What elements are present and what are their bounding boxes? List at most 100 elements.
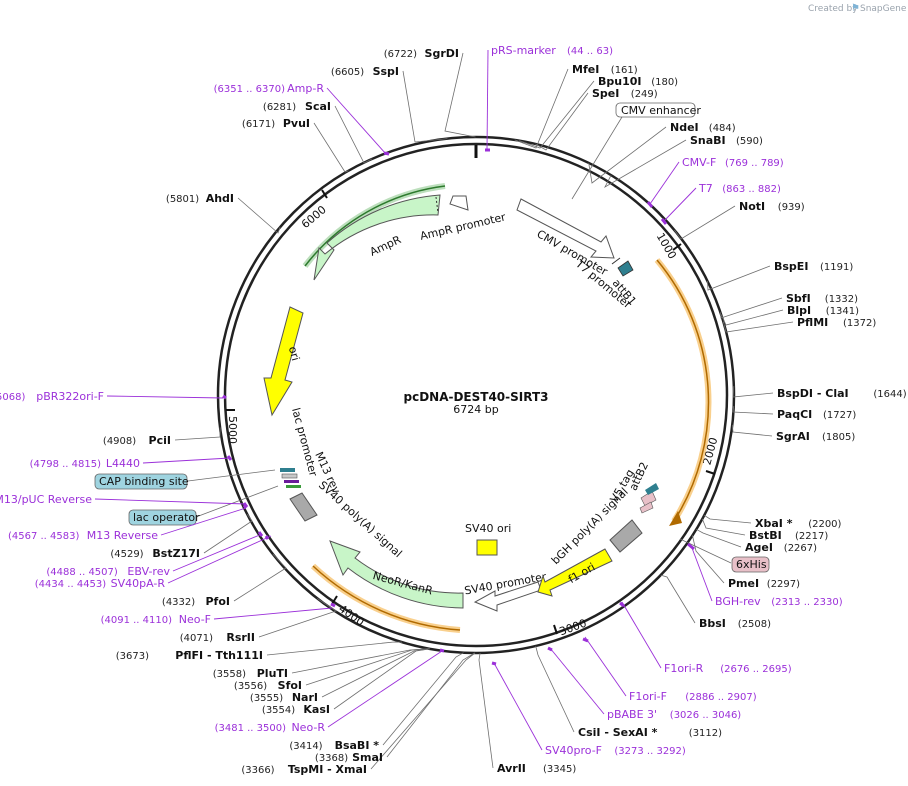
ori-arrow (263, 306, 304, 417)
enzyme-leader (722, 321, 794, 333)
enzyme-site: BsaBI *(3414) (289, 652, 464, 752)
enzyme-name: PflMI (797, 316, 828, 329)
enzyme-leader (731, 424, 773, 437)
primer-site: BGH-rev(2313 .. 2330) (687, 542, 843, 608)
enzyme-leader (237, 197, 281, 234)
enzyme-site: SgrAI(1805) (731, 424, 855, 443)
enzyme-position: (249) (631, 89, 658, 100)
enzyme-position: (2200) (808, 519, 841, 530)
enzyme-site: NotI(939) (674, 200, 805, 240)
enzyme-name: PaqCI (777, 408, 812, 421)
primer-name: EBV-rev (127, 565, 170, 578)
enzyme-site: SmaI(3368) (315, 652, 475, 764)
enzyme-name: XbaI * (755, 517, 793, 530)
enzyme-name: BstZ17I (152, 547, 200, 560)
enzyme-position: (3366) (241, 765, 274, 776)
enzyme-leader (519, 80, 595, 149)
enzyme-leader (313, 122, 349, 173)
snapgene-icon: ⚑ (851, 3, 860, 14)
his-tag-label: 6xHis (736, 558, 767, 571)
enzyme-site: MfeI(161) (514, 63, 638, 149)
primer-site: T7(863 .. 882) (660, 182, 781, 225)
highlight-arc-ampr-line (304, 185, 446, 267)
cap-binding-label: CAP binding site (99, 475, 189, 488)
enzyme-position: (1727) (823, 410, 856, 421)
primer-marker (439, 648, 445, 653)
enzyme-position: (6281) (263, 102, 296, 113)
enzyme-name: NotI (739, 200, 765, 213)
plasmid-size: 6724 bp (453, 403, 498, 416)
enzyme-site: TspMI - XmaI(3366) (241, 652, 476, 776)
plasmid-name: pcDNA-DEST40-SIRT3 (404, 390, 549, 404)
primer-range: (2313 .. 2330) (771, 597, 843, 608)
enzyme-leader (660, 574, 696, 624)
primer-range: (769 .. 789) (725, 158, 784, 169)
enzyme-position: (590) (736, 136, 763, 147)
enzyme-name: NarI (292, 691, 318, 704)
enzyme-site: AvrII(3345) (478, 652, 576, 775)
enzyme-name: BstBI (749, 529, 782, 542)
primer-range: (6351 .. 6370) (214, 84, 286, 95)
attb1-mark (611, 257, 621, 265)
enzyme-leader (266, 641, 403, 656)
enzyme-name: BbsI (699, 617, 726, 630)
enzyme-leader (258, 598, 337, 638)
enzyme-name: SfoI (278, 679, 302, 692)
ruler-label: 1000 (654, 231, 679, 262)
enzyme-leader (588, 126, 667, 184)
enzyme-leader (174, 427, 221, 441)
primer-range: (3273 .. 3292) (614, 746, 686, 757)
enzyme-position: (6605) (331, 67, 364, 78)
primer-leader (327, 650, 443, 728)
ruler-tick (553, 624, 558, 635)
enzyme-leader (203, 513, 253, 554)
enzyme-site: ScaI(6281) (263, 100, 373, 164)
enzyme-position: (161) (611, 65, 638, 76)
enzyme-leader (334, 105, 373, 164)
primer-name: M13/pUC Reverse (0, 493, 92, 506)
primer-leader (549, 647, 605, 715)
his-tag-callout: 6xHis (679, 538, 770, 573)
enzyme-position: (4529) (110, 549, 143, 560)
bgh-polya-box (609, 519, 643, 553)
primer-leader (649, 161, 680, 205)
credit-brand: SnapGene (860, 4, 907, 14)
primer-site: pBR322ori-F(5049 .. 5068) (0, 390, 227, 403)
ampr-label: AmpR (368, 233, 404, 259)
enzyme-position: (1805) (822, 432, 855, 443)
primer-range: (4798 .. 4815) (30, 459, 102, 470)
primer-name: CMV-F (682, 156, 716, 169)
enzyme-name: SgrDI (425, 47, 459, 60)
primer-site: Amp-R(6351 .. 6370) (214, 82, 390, 156)
enzyme-site: CsiI - SexAI *(3112) (535, 645, 722, 739)
primer-site: SV40pro-F(3273 .. 3292) (491, 661, 686, 757)
primer-site: L4440(4798 .. 4815) (30, 455, 233, 470)
enzyme-name: AgeI (745, 541, 773, 554)
enzyme-name: SnaBI (690, 134, 726, 147)
primer-name: M13 Reverse (87, 529, 158, 542)
enzyme-site: Bpu10I(180) (519, 75, 678, 149)
credit-prefix: Created by (808, 4, 858, 14)
primer-range: (4091 .. 4110) (101, 615, 173, 626)
primer-name: F1ori-F (629, 690, 667, 703)
enzyme-site: PciI(4908) (103, 427, 221, 447)
cmv-enhancer-callout: CMV enhancer (571, 102, 701, 200)
primer-marker (582, 637, 589, 643)
enzyme-site: PfoI(4332) (162, 553, 287, 608)
enzyme-site: PmeI(2297) (692, 535, 800, 590)
primer-range: (2676 .. 2695) (720, 664, 792, 675)
neo-arrow (329, 540, 464, 609)
f1-ori-arrow (537, 548, 613, 597)
primer-leader (94, 498, 247, 505)
primer-range: (863 .. 882) (722, 184, 781, 195)
enzyme-position: (1191) (820, 262, 853, 273)
primer-marker (264, 535, 270, 540)
enzyme-leader (720, 297, 783, 319)
enzyme-name: SspI (373, 65, 399, 78)
enzyme-leader (514, 68, 569, 149)
highlight-arc-sirt3-line (656, 259, 710, 522)
enzyme-site: PluTI(3558) (213, 648, 430, 680)
enzyme-site: BlpI(1341) (720, 304, 859, 326)
enzyme-leader (291, 648, 430, 674)
